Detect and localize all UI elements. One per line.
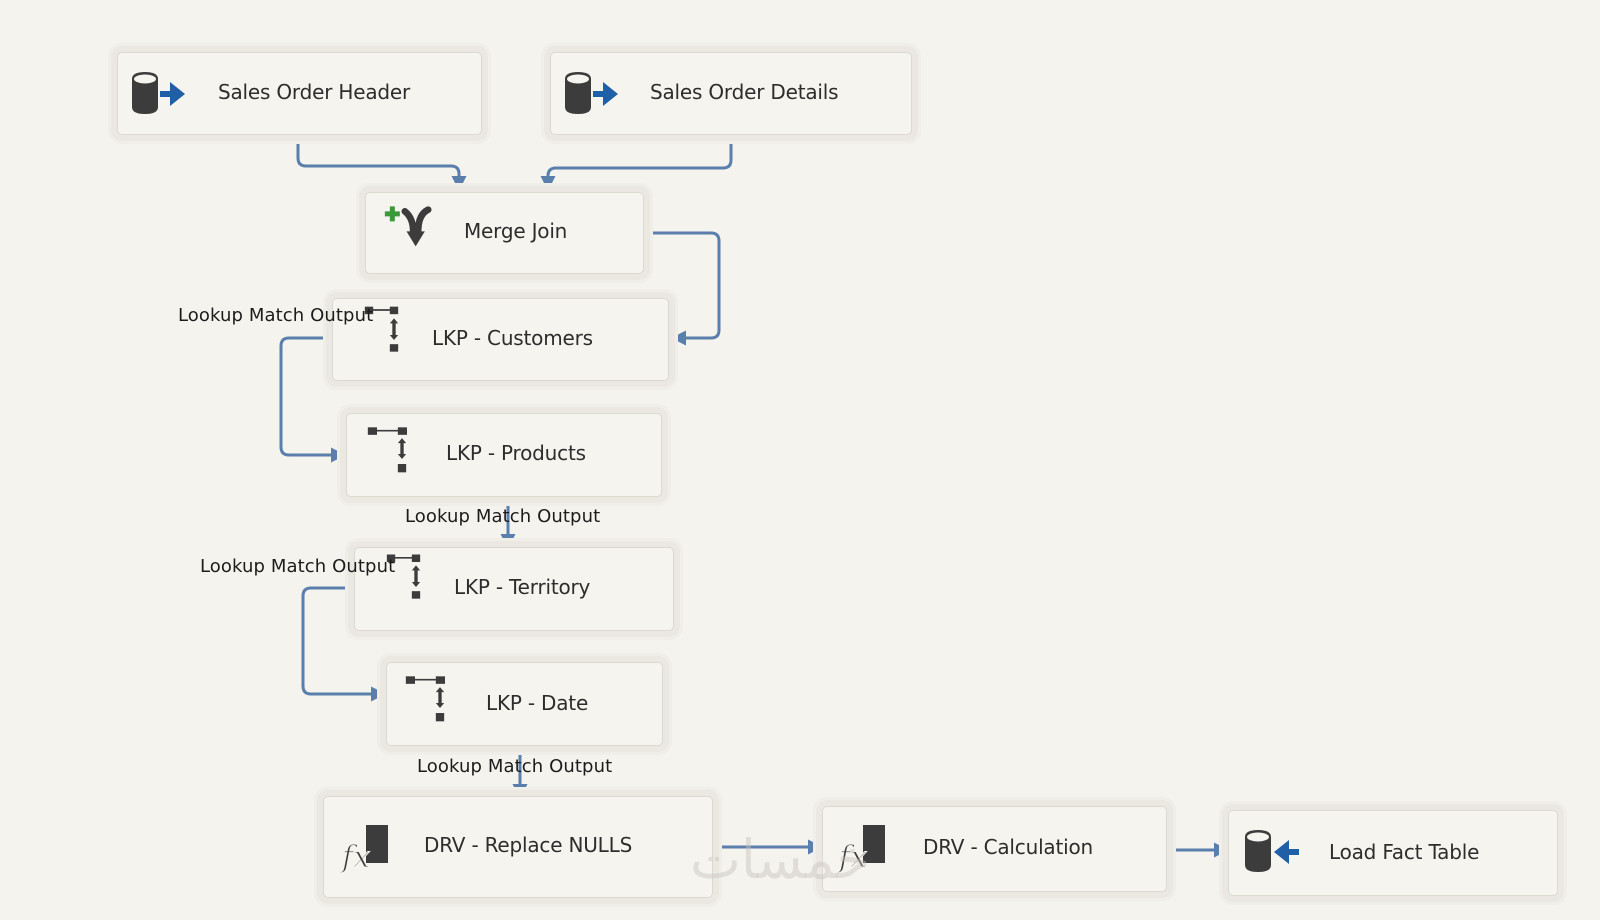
node-label: LKP - Products (446, 441, 586, 465)
node-label: DRV - Calculation (923, 835, 1093, 859)
merge-join-icon (384, 206, 432, 247)
node-load-fact-table[interactable]: Load Fact Table (1228, 810, 1558, 896)
lookup-icon (364, 306, 399, 352)
ole-db-source-icon (132, 72, 185, 114)
node-label: LKP - Territory (454, 575, 591, 599)
node-lkp-customers[interactable]: LKP - Customers (332, 298, 669, 381)
node-merge-join[interactable]: Merge Join (365, 192, 644, 274)
lookup-icon (367, 427, 407, 473)
lookup-icon (386, 554, 421, 599)
node-label: LKP - Customers (432, 326, 593, 350)
connector-merge-to-customers[interactable] (645, 231, 721, 346)
node-lkp-products[interactable]: LKP - Products (346, 413, 662, 497)
derived-column-icon: fx (837, 825, 885, 873)
node-label: DRV - Replace NULLS (424, 833, 633, 857)
path-label-territory-to-date[interactable]: Lookup Match Output (200, 556, 396, 577)
node-drv-replace-nulls[interactable]: fx DRV - Replace NULLS (323, 796, 713, 898)
path-label-date-to-replace-nulls[interactable]: Lookup Match Output (417, 756, 613, 777)
derived-column-icon: fx (340, 825, 388, 873)
node-sales-order-details[interactable]: Sales Order Details (550, 52, 912, 135)
lookup-icon (405, 676, 445, 722)
svg-text:fx: fx (837, 840, 867, 873)
connector-territory-to-date[interactable] (301, 586, 386, 702)
node-label: LKP - Date (486, 691, 589, 715)
node-label: Sales Order Details (650, 80, 839, 104)
path-label-products-to-territory[interactable]: Lookup Match Output (405, 506, 601, 527)
node-sales-order-header[interactable]: Sales Order Header (117, 52, 482, 135)
node-drv-calculation[interactable]: fx DRV - Calculation (822, 806, 1167, 892)
node-label: Merge Join (464, 219, 568, 243)
connector-header-to-merge[interactable] (296, 135, 467, 191)
path-label-customers-to-products[interactable]: Lookup Match Output (178, 305, 374, 326)
node-label: Load Fact Table (1329, 840, 1480, 864)
connector-customers-to-products[interactable] (279, 336, 346, 463)
node-label: Sales Order Header (218, 80, 411, 104)
connector-details-to-merge[interactable] (540, 135, 733, 191)
svg-text:fx: fx (340, 840, 370, 873)
ole-db-source-icon (565, 72, 618, 114)
ole-db-destination-icon (1245, 830, 1299, 872)
node-lkp-territory[interactable]: LKP - Territory (354, 547, 674, 631)
node-lkp-date[interactable]: LKP - Date (386, 662, 663, 746)
